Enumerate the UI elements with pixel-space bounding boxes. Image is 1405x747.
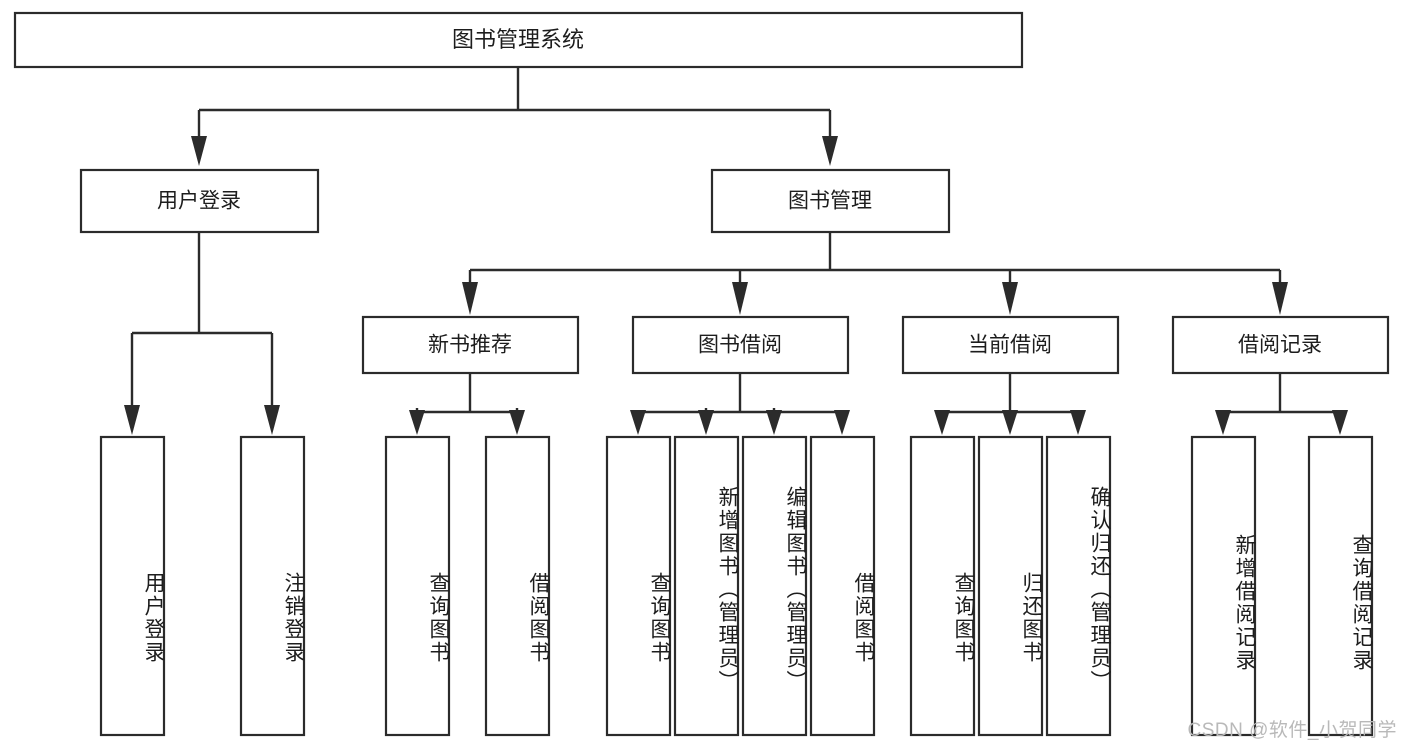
arrow-head-leaf-add-record bbox=[1215, 410, 1231, 435]
node-root-box[interactable] bbox=[13, 11, 1024, 69]
node-leaf-edit-book-box[interactable] bbox=[741, 435, 808, 737]
node-leaf-add-book-box[interactable] bbox=[673, 435, 740, 737]
node-borrow-record-box[interactable] bbox=[1171, 315, 1390, 375]
arrow-head-leaf-query-record bbox=[1332, 410, 1348, 435]
arrow-head-leaf-user-login bbox=[124, 405, 140, 435]
node-borrow-record-label: 借阅记录 bbox=[1238, 334, 1322, 357]
node-new-book-recommend-box[interactable] bbox=[361, 315, 580, 375]
connector-layer bbox=[124, 67, 1348, 435]
csdn-watermark: CSDN @软件_小贺同学 bbox=[1187, 720, 1397, 741]
arrow-head-leaf-edit-book bbox=[766, 410, 782, 435]
node-borrow-record[interactable]: 借阅记录 bbox=[1171, 315, 1390, 375]
arrow-head-leaf-logout-login bbox=[264, 405, 280, 435]
node-leaf-query-book-2-box[interactable] bbox=[605, 435, 672, 737]
node-leaf-add-record-box[interactable] bbox=[1190, 435, 1257, 737]
node-leaf-confirm-return-box[interactable] bbox=[1045, 435, 1112, 737]
node-leaf-borrow-book-2-box[interactable] bbox=[809, 435, 876, 737]
node-book-borrow-label: 图书借阅 bbox=[698, 334, 782, 357]
node-book-manage-label: 图书管理 bbox=[788, 190, 872, 213]
node-leaf-query-book-1-box[interactable] bbox=[384, 435, 451, 737]
node-new-book-recommend[interactable]: 新书推荐 bbox=[361, 315, 580, 375]
arrow-head-book-manage bbox=[822, 136, 838, 166]
arrow-head-borrow-record bbox=[1272, 282, 1288, 315]
node-book-borrow[interactable]: 图书借阅 bbox=[631, 315, 850, 375]
node-root-label: 图书管理系统 bbox=[452, 27, 584, 52]
node-leaf-logout-login-box[interactable] bbox=[239, 435, 306, 737]
arrow-head-book-borrow bbox=[732, 282, 748, 315]
node-user-login-label: 用户登录 bbox=[157, 190, 241, 213]
arrow-head-leaf-add-book bbox=[698, 410, 714, 435]
arrow-head-leaf-query-book-2 bbox=[630, 410, 646, 435]
node-book-manage-box[interactable] bbox=[710, 168, 951, 234]
arrow-head-leaf-query-book-3 bbox=[934, 410, 950, 435]
node-leaf-borrow-book-1-box[interactable] bbox=[484, 435, 551, 737]
node-user-login-box[interactable] bbox=[79, 168, 320, 234]
arrow-head-current-borrow bbox=[1002, 282, 1018, 315]
arrow-head-leaf-query-book-1 bbox=[409, 410, 425, 435]
arrow-head-user-login bbox=[191, 136, 207, 166]
arrow-head-new-book-recommend bbox=[462, 282, 478, 315]
node-leaf-query-record-box[interactable] bbox=[1307, 435, 1374, 737]
node-leaf-return-book-box[interactable] bbox=[977, 435, 1044, 737]
arrow-head-leaf-return-book bbox=[1002, 410, 1018, 435]
node-current-borrow[interactable]: 当前借阅 bbox=[901, 315, 1120, 375]
arrow-head-leaf-borrow-book-1 bbox=[509, 410, 525, 435]
node-current-borrow-box[interactable] bbox=[901, 315, 1120, 375]
arrow-head-leaf-borrow-book-2 bbox=[834, 410, 850, 435]
node-new-book-recommend-label: 新书推荐 bbox=[428, 334, 512, 357]
node-book-borrow-box[interactable] bbox=[631, 315, 850, 375]
node-book-manage[interactable]: 图书管理 bbox=[710, 168, 951, 234]
node-user-login[interactable]: 用户登录 bbox=[79, 168, 320, 234]
node-leaf-query-book-3-box[interactable] bbox=[909, 435, 976, 737]
node-root[interactable]: 图书管理系统 bbox=[13, 11, 1024, 69]
arrow-head-leaf-confirm-return bbox=[1070, 410, 1086, 435]
node-current-borrow-label: 当前借阅 bbox=[968, 334, 1052, 357]
node-leaf-user-login-box[interactable] bbox=[99, 435, 166, 737]
